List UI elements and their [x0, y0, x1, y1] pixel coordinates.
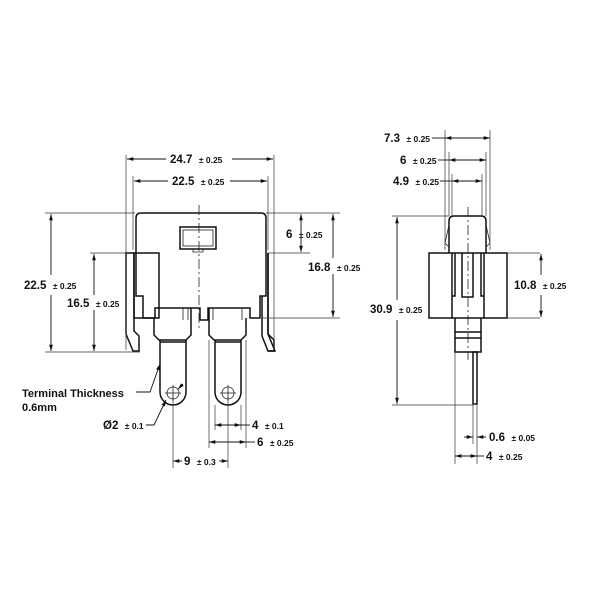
dim-body-width: 22.5 ± 0.25: [172, 172, 225, 189]
dim-side-top-mid: 6 ± 0.25: [400, 151, 437, 168]
left-clip: [125, 252, 140, 352]
dim-side-terminal-offset: 4 ± 0.25: [486, 447, 523, 464]
terminal-thickness-note: Terminal Thickness: [22, 388, 124, 400]
left-terminal-socket: [153, 308, 192, 341]
latch-window: [179, 226, 217, 250]
dim-side-overall-height: 30.9 ± 0.25: [370, 300, 423, 317]
housing-body: [135, 212, 267, 321]
dim-terminal-inner-width: 4 ± 0.1: [252, 416, 284, 433]
dim-side-flange-height: 10.8 ± 0.25: [514, 276, 567, 293]
dim-side-top-outer: 7.3 ± 0.25: [384, 129, 430, 146]
dim-clip-height: 16.5 ± 0.25: [67, 294, 120, 311]
side-view: 7.3 ± 0.25 6 ± 0.25 4.9 ± 0.25 30.9 ± 0.…: [370, 129, 567, 464]
terminal-thickness-value: 0.6mm: [22, 402, 57, 414]
dim-top-to-base: 16.8 ± 0.25: [308, 258, 361, 275]
side-top-cap: [448, 215, 487, 253]
dim-top-to-clip: 6 ± 0.25: [286, 225, 323, 242]
dim-terminal-pitch: 9 ± 0.3: [184, 452, 216, 469]
side-terminal: [472, 351, 478, 405]
dim-side-terminal-thickness: 0.6 ± 0.05: [489, 428, 535, 445]
dim-overall-width: 24.7 ± 0.25: [170, 150, 223, 167]
dim-terminal-hole: Ø2 ± 0.1: [103, 416, 144, 433]
dim-overall-height: 22.5 ± 0.25: [24, 276, 77, 293]
front-view: 24.7 ± 0.25 22.5 ± 0.25 22.5 ± 0.25 16.5…: [22, 150, 361, 469]
right-terminal-socket: [208, 308, 247, 341]
dim-terminal-outer-width: 6 ± 0.25: [257, 433, 294, 450]
dim-side-top-inner: 4.9 ± 0.25: [393, 172, 439, 189]
